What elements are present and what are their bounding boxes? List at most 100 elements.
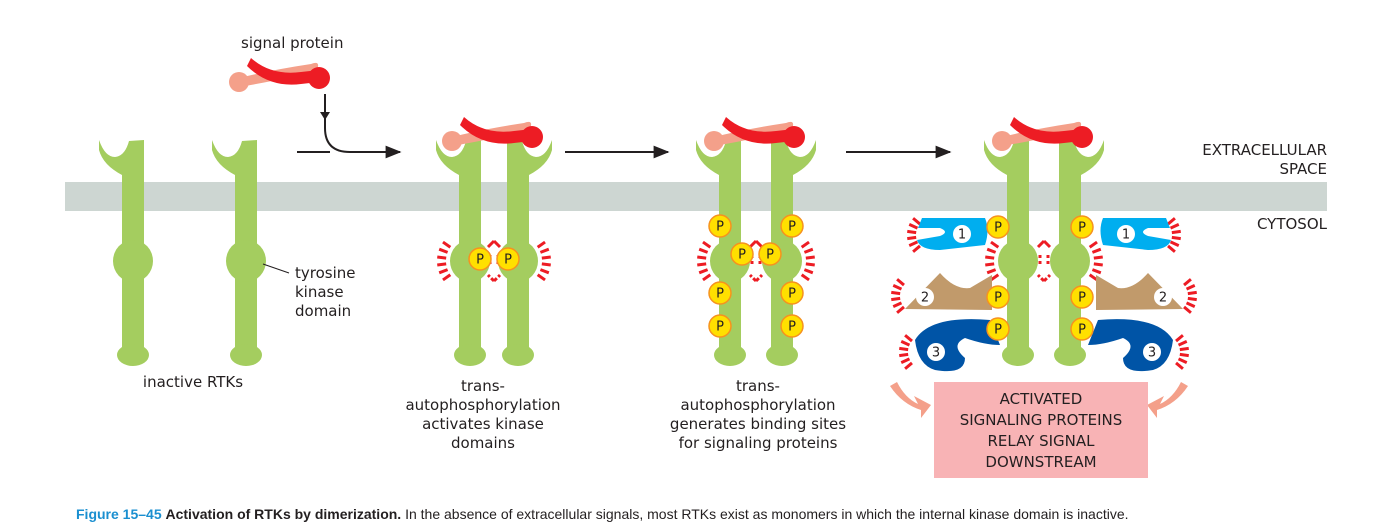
- activation-dash: [896, 305, 905, 314]
- phosphate-circle: [1070, 285, 1094, 309]
- protein-number-badge: [1154, 288, 1172, 306]
- activation-dash: [539, 268, 550, 275]
- protein-number: 3: [1148, 346, 1156, 361]
- activation-marks-right-1: [536, 240, 551, 282]
- phosphate-label: P: [994, 323, 1002, 338]
- signaling-protein-body: [1100, 218, 1171, 250]
- phosphate-circle: [780, 281, 804, 305]
- activation-dash: [1179, 352, 1189, 358]
- protein-number: 2: [921, 291, 929, 306]
- activation-dash: [541, 255, 551, 260]
- ligand-binding-domain: [984, 140, 1029, 185]
- activation-dash: [1088, 273, 1098, 282]
- phosphate-circle: [758, 242, 782, 266]
- protein-number: 1: [1122, 228, 1130, 243]
- binding-arrow: [324, 94, 402, 159]
- signaling-protein-1-right: 1: [1100, 218, 1171, 250]
- activation-dash: [702, 273, 712, 282]
- receptor-inactive-left: [99, 140, 153, 366]
- activation-dash: [697, 262, 707, 267]
- activation-dash: [908, 240, 919, 247]
- activation-dash: [1177, 357, 1188, 364]
- receptor-foot: [230, 344, 262, 366]
- activation-dash: [442, 273, 452, 282]
- bound-signal-protein-1: [442, 117, 543, 151]
- activation-dash: [896, 278, 905, 287]
- activation-dash: [904, 334, 913, 343]
- activation-dash: [1091, 268, 1102, 275]
- activation-dash: [1169, 223, 1180, 230]
- receptor-inactive-right: [212, 140, 266, 366]
- ligand-binding-domain: [436, 140, 481, 185]
- activation-dash: [702, 240, 712, 249]
- step-caption-2-line4: domains: [451, 434, 515, 452]
- phosphate-label: P: [716, 220, 724, 235]
- activation-dash: [912, 217, 921, 226]
- signaling-protein-1-left: 1: [917, 218, 988, 250]
- activation-dash: [697, 255, 707, 260]
- activation-dash: [438, 247, 449, 254]
- figure-title: Activation of RTKs by dimerization.: [165, 506, 402, 522]
- activation-dash: [536, 273, 546, 282]
- activation-dash: [1088, 240, 1098, 249]
- signal-protein-label: signal protein: [241, 34, 343, 52]
- signal-dark-chain: [1010, 117, 1082, 144]
- activation-dash: [1183, 278, 1192, 287]
- signaling-protein-2-left: 2: [905, 273, 992, 310]
- activation-dash: [539, 247, 550, 254]
- activation-dash: [748, 239, 764, 249]
- signaling-protein-3-left: 3: [915, 319, 1000, 372]
- signal-light-end: [442, 131, 462, 151]
- protein-activation-marks: [899, 334, 913, 370]
- signal-protein: [229, 58, 330, 92]
- activation-marks-right-2: [800, 240, 815, 282]
- activation-dash: [1167, 244, 1176, 253]
- activation-dash: [990, 273, 1000, 282]
- activation-dash: [892, 284, 903, 291]
- activation-dash: [990, 240, 1000, 249]
- kinase-label-2: kinase: [295, 283, 344, 301]
- phosphate: P: [986, 215, 1010, 239]
- extracellular-label-2: SPACE: [1279, 160, 1327, 178]
- signal-light-end: [992, 131, 1012, 151]
- ligand-binding-domain: [99, 140, 144, 185]
- phosphate-circle: [708, 281, 732, 305]
- phosphate-label: P: [994, 291, 1002, 306]
- activation-dash: [437, 262, 447, 267]
- protein-activation-marks: [891, 278, 905, 314]
- activation-dash: [1179, 346, 1189, 352]
- protein-number-badge: [1117, 225, 1135, 243]
- activation-marks-left-3: [985, 240, 1000, 282]
- phosphate: P: [730, 242, 754, 266]
- phosphate-label: P: [1078, 291, 1086, 306]
- activation-dash: [805, 255, 815, 260]
- activation-dash: [900, 357, 911, 364]
- activation-dash: [1187, 296, 1197, 302]
- kinase-label-1: tyrosine: [295, 264, 356, 282]
- activation-dash: [1036, 239, 1052, 249]
- ligand-binding-domain: [771, 140, 816, 185]
- activation-dash: [1175, 334, 1184, 343]
- phosphate-circle: [468, 247, 492, 271]
- activation-dash: [891, 290, 901, 296]
- relay-arrow-right: [1147, 382, 1188, 418]
- activation-dash: [1175, 361, 1184, 370]
- activation-dash: [698, 247, 709, 254]
- activation-dash: [985, 262, 995, 267]
- phosphate: P: [496, 247, 520, 271]
- activation-dash: [486, 239, 502, 249]
- protein-number-badge: [916, 288, 934, 306]
- kinase-domain: [226, 240, 266, 282]
- phosphate-label: P: [716, 320, 724, 335]
- activation-dash: [1177, 340, 1188, 347]
- activation-dash: [1185, 284, 1196, 291]
- protein-number-badge: [927, 343, 945, 361]
- step-caption-2-line1: trans-: [461, 377, 505, 395]
- activation-dash: [442, 240, 452, 249]
- receptor-foot: [1002, 344, 1034, 366]
- signaling-protein-3-right: 3: [1088, 319, 1173, 372]
- activation-dash: [908, 223, 919, 230]
- phosphate: P: [986, 285, 1010, 309]
- activation-dash: [892, 301, 903, 308]
- plasma-membrane: [65, 182, 1327, 211]
